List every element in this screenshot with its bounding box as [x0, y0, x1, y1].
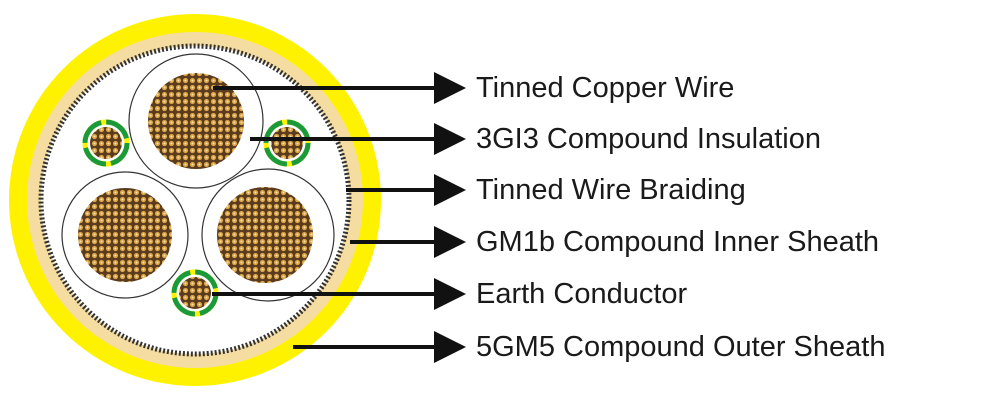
core-right — [201, 168, 335, 302]
label-outer-sheath: 5GM5 Compound Outer Sheath — [476, 331, 886, 363]
label-compound-insulation: 3GI3 Compound Insulation — [476, 123, 821, 155]
earth-conductor-right — [263, 119, 311, 167]
core-left — [61, 171, 189, 299]
core-top — [128, 53, 264, 189]
label-tinned-copper-wire: Tinned Copper Wire — [476, 72, 735, 104]
earth-conductor-left — [82, 119, 130, 167]
label-inner-sheath: GM1b Compound Inner Sheath — [476, 226, 880, 258]
label-tinned-wire-braiding: Tinned Wire Braiding — [476, 174, 746, 206]
earth-conductor-bottom — [171, 269, 219, 317]
label-earth-conductor: Earth Conductor — [476, 278, 688, 310]
